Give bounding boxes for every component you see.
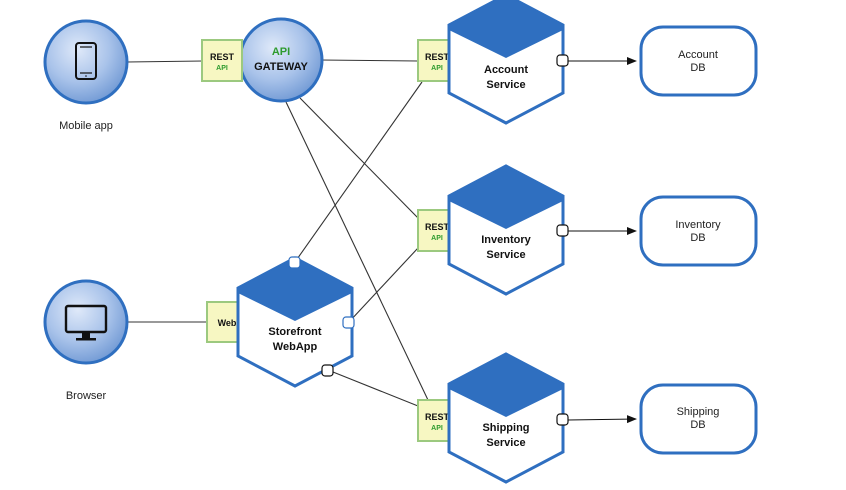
storefront-webapp-label-line2: WebApp	[273, 341, 318, 353]
line-storefront-to-inventory	[348, 247, 419, 323]
line-mobile-to-gateway	[126, 60, 204, 63]
api-gateway[interactable]: API GATEWAY	[238, 17, 324, 103]
account-db[interactable]: Account DB	[639, 25, 758, 97]
api-gateway-label-top: API	[272, 46, 290, 58]
api-gateway-label-bottom: GATEWAY	[254, 61, 308, 73]
mobile-client-circle	[43, 19, 129, 105]
account-service-hex-top	[449, 0, 563, 58]
browser-client-circle	[43, 279, 129, 365]
inventory-service-port[interactable]	[556, 224, 569, 237]
storefront-webapp-label-line1: Storefront	[268, 326, 322, 338]
storefront-port-bottom[interactable]	[321, 364, 334, 377]
shipping-service-hex-top	[449, 354, 563, 417]
web-tag-main: Web	[218, 318, 237, 328]
account-db-shape	[639, 25, 758, 97]
account-service-label-line1: Account	[484, 64, 528, 76]
shipping-rest-tag-sub: API	[431, 425, 443, 432]
db-arrows	[567, 57, 637, 424]
inventory-db-label-line2: DB	[690, 232, 705, 244]
inventory-db-label-line1: Inventory	[675, 219, 721, 231]
api-gateway-circle	[238, 17, 324, 103]
account-rest-tag-main: REST	[425, 52, 450, 62]
shipping-service-label-line1: Shipping	[482, 422, 529, 434]
shipping-rest-tag-main: REST	[425, 412, 450, 422]
inventory-service-label-line1: Inventory	[481, 234, 531, 246]
line-storefront-to-account	[294, 81, 423, 263]
mobile-client-label: Mobile app	[59, 120, 113, 132]
account-db-label-line1: Account	[678, 49, 718, 61]
shipping-service[interactable]: Shipping Service	[447, 352, 569, 484]
inventory-db[interactable]: Inventory DB	[639, 195, 758, 267]
account-service-label-line2: Service	[486, 79, 525, 91]
inventory-service[interactable]: Inventory Service	[447, 164, 569, 296]
mobile-client[interactable]: Mobile app	[43, 19, 129, 132]
storefront-webapp-hex-top	[238, 258, 352, 321]
inventory-db-shape	[639, 195, 758, 267]
gateway-rest-tag: REST API	[201, 39, 243, 82]
storefront-webapp[interactable]: Storefront WebApp	[236, 256, 355, 388]
account-db-label-line2: DB	[690, 62, 705, 74]
mobile-phone-icon	[75, 42, 97, 80]
account-rest-tag-sub: API	[431, 65, 443, 72]
inventory-rest-tag-main: REST	[425, 222, 450, 232]
line-storefront-to-shipping	[327, 369, 419, 407]
browser-client[interactable]: Browser	[43, 279, 129, 402]
storefront-port-top[interactable]	[288, 256, 301, 269]
shipping-db-label-line2: DB	[690, 419, 705, 431]
shipping-service-label-line2: Service	[486, 437, 525, 449]
connection-lines	[126, 59, 429, 407]
inventory-service-hex-top	[449, 166, 563, 229]
inventory-service-label-line2: Service	[486, 249, 525, 261]
line-gateway-to-inventory	[299, 97, 419, 219]
gateway-rest-tag-main: REST	[210, 52, 235, 62]
account-service[interactable]: Account Service	[447, 0, 569, 125]
shipping-db[interactable]: Shipping DB	[639, 383, 758, 455]
account-service-port[interactable]	[556, 54, 569, 67]
gateway-rest-tag-sub: API	[216, 65, 228, 72]
line-gateway-to-account	[319, 59, 419, 62]
shipping-db-shape	[639, 383, 758, 455]
line-gateway-to-shipping	[285, 101, 429, 401]
inventory-rest-tag-sub: API	[431, 235, 443, 242]
browser-client-label: Browser	[66, 390, 107, 402]
storefront-port-right[interactable]	[342, 316, 355, 329]
shipping-service-port[interactable]	[556, 413, 569, 426]
monitor-icon	[64, 304, 108, 341]
arrow-shipping-to-db	[567, 415, 637, 424]
shipping-db-label-line1: Shipping	[677, 406, 720, 418]
